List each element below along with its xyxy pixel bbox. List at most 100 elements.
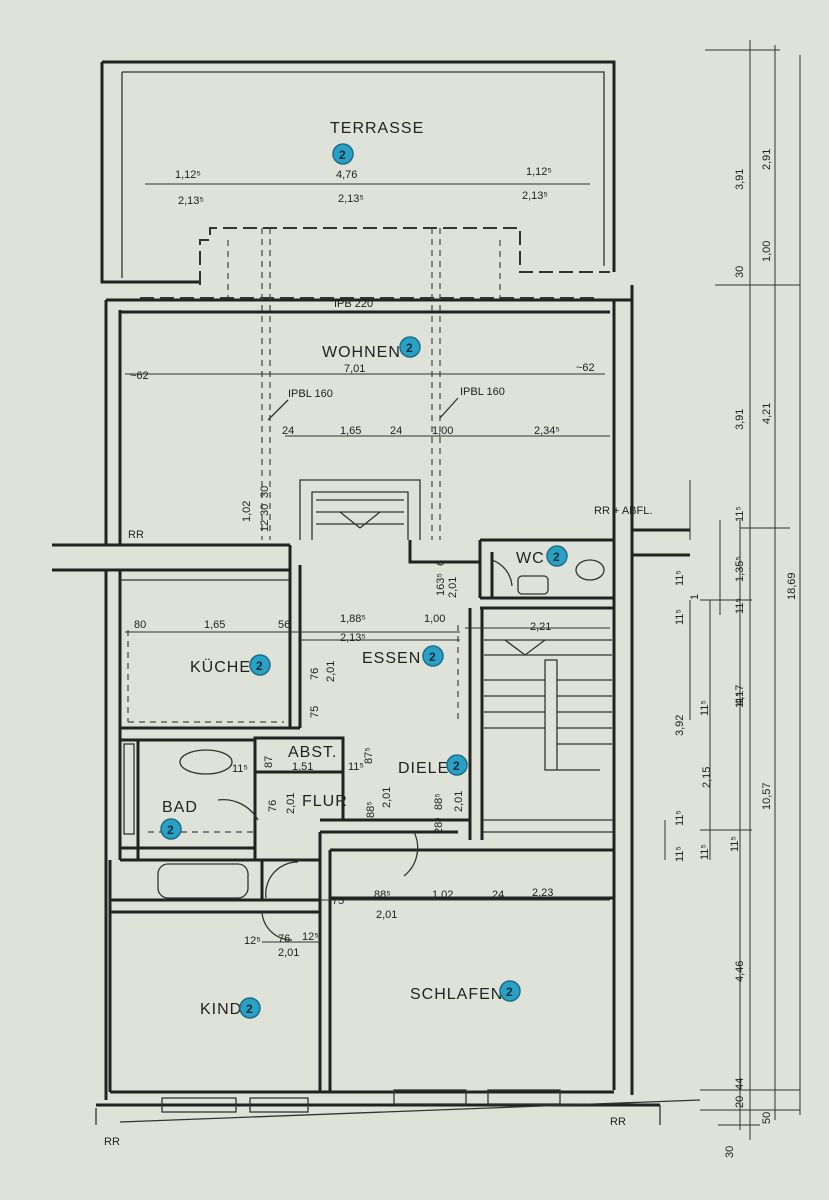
dim-text: 20: [734, 1096, 746, 1108]
dim-text: 2,01: [285, 793, 297, 814]
dim-text: 76: [278, 933, 290, 945]
room-label-abst: ABST.: [288, 744, 337, 761]
fixtures: [123, 499, 612, 941]
dim-text: 4,17: [734, 685, 746, 706]
dim-text: 1,00: [432, 425, 453, 437]
dim-text: 11⁵: [674, 570, 686, 586]
dim-text: 56: [278, 619, 290, 631]
badge-kueche: 2: [249, 654, 271, 676]
dim-text: 1,02: [432, 889, 453, 901]
room-label-flur: FLUR: [302, 793, 348, 810]
dim-text: 18,69: [786, 572, 798, 600]
badge-wohnen: 2: [399, 336, 421, 358]
dim-text: 1,51: [292, 761, 313, 773]
dim-text: 50: [761, 1112, 773, 1124]
dim-text: 24: [390, 425, 402, 437]
dim-text: ~62: [576, 362, 595, 374]
dim-text: 11⁵: [674, 609, 686, 625]
svg-text:2: 2: [429, 650, 436, 664]
dim-text: 2,21: [530, 621, 551, 633]
dim-text: 2,91: [761, 149, 773, 170]
badge-bad: 2: [160, 818, 182, 840]
dim-text: 1,12⁵: [526, 166, 552, 178]
dim-text: 88⁵: [433, 793, 445, 810]
dim-text: 163⁵: [435, 573, 447, 596]
dim-text: 2,15: [701, 767, 713, 788]
beam-label-ipbl-right: IPBL 160: [460, 386, 505, 398]
badge-diele: 2: [446, 754, 468, 776]
dim-text: 2,01: [453, 791, 465, 812]
dim-text: 28⁵: [433, 817, 445, 834]
main-staircase: [484, 639, 612, 771]
dim-text: 6: [435, 560, 447, 566]
dim-text: 44: [734, 1078, 746, 1090]
dim-text: 11⁵: [674, 810, 686, 826]
dim-text: 1,35⁵: [734, 556, 746, 582]
dim-text: 80: [134, 619, 146, 631]
dim-text: 76: [267, 800, 279, 812]
dim-text: 88⁵: [365, 801, 377, 818]
dim-text: 75: [309, 706, 321, 718]
room-label-wc: WC: [516, 550, 545, 567]
outer-walls: [52, 285, 701, 1125]
beam-labels: IPB 220 IPBL 160 IPBL 160 RR RR + ABFL. …: [104, 298, 652, 1148]
dim-text: 2,01: [278, 947, 299, 959]
dim-text: 12⁵: [244, 935, 261, 947]
dim-text: 1,65: [340, 425, 361, 437]
dim-text: 2,01: [447, 577, 459, 598]
room-label-wohnen: WOHNEN: [322, 344, 401, 361]
windows: [161, 1089, 561, 1113]
inner-walls: [108, 479, 614, 1092]
room-label-diele: DIELE: [398, 760, 449, 777]
dim-text: 4,76: [336, 169, 357, 181]
dim-text: ~62: [130, 370, 149, 382]
dim-text: 2,13⁵: [178, 195, 204, 207]
dim-text: 11⁵: [699, 844, 711, 860]
dim-text: 2,13⁵: [338, 193, 364, 205]
svg-text:2: 2: [256, 659, 263, 673]
dim-text: 30: [259, 486, 271, 498]
dim-text: 1,88⁵: [340, 613, 366, 625]
dim-text: 30: [734, 266, 746, 278]
dim-text: 1,00: [424, 613, 445, 625]
room-label-kueche: KÜCHE: [190, 658, 251, 676]
dim-text: 30: [259, 504, 271, 516]
badge-schlafen: 2: [499, 980, 521, 1002]
dim-text: 12: [259, 520, 271, 532]
dim-text: 75: [332, 895, 344, 907]
dim-text: 11⁵: [348, 761, 364, 773]
badge-kind: 2: [239, 997, 261, 1019]
dim-text: 2,13⁵: [522, 190, 548, 202]
dim-text: 11⁵: [734, 598, 746, 614]
dim-text: 11⁵: [674, 846, 686, 862]
dim-text: 87: [263, 756, 275, 768]
beams: [140, 228, 600, 540]
room-labels: TERRASSE WOHNEN KÜCHE ESSEN WC ABST. BAD…: [162, 120, 545, 1018]
badge-terrasse: 2: [332, 143, 354, 165]
dim-text: 87⁵: [363, 747, 375, 764]
svg-text:2: 2: [246, 1002, 253, 1016]
room-label-terrasse: TERRASSE: [330, 120, 424, 137]
dim-text: 7,01: [344, 363, 365, 375]
bad-sink-icon: [179, 749, 233, 775]
dim-text: 11⁵: [734, 692, 746, 708]
note-rr-bottom-left: RR: [104, 1136, 120, 1148]
dim-text: 3,92: [674, 715, 686, 736]
dim-text: 10,57: [761, 782, 773, 810]
bathtub-icon: [157, 863, 249, 899]
wc-sink-icon: [517, 575, 549, 595]
room-label-schlafen: SCHLAFEN: [410, 986, 503, 1003]
dim-text: 11⁵: [734, 506, 746, 522]
note-rr-bottom-right: RR: [610, 1116, 626, 1128]
dim-text: 11⁵: [729, 836, 741, 852]
bad-shelf: [123, 743, 135, 835]
dim-text: 2,23: [532, 887, 553, 899]
svg-text:2: 2: [553, 550, 560, 564]
room-label-kind: KIND: [200, 1001, 242, 1018]
dim-text: 1,02: [241, 501, 253, 522]
beam-label-ipbl-left: IPBL 160: [288, 388, 333, 400]
dim-text: 24: [492, 889, 504, 901]
room-label-bad: BAD: [162, 799, 198, 816]
svg-text:2: 2: [406, 341, 413, 355]
